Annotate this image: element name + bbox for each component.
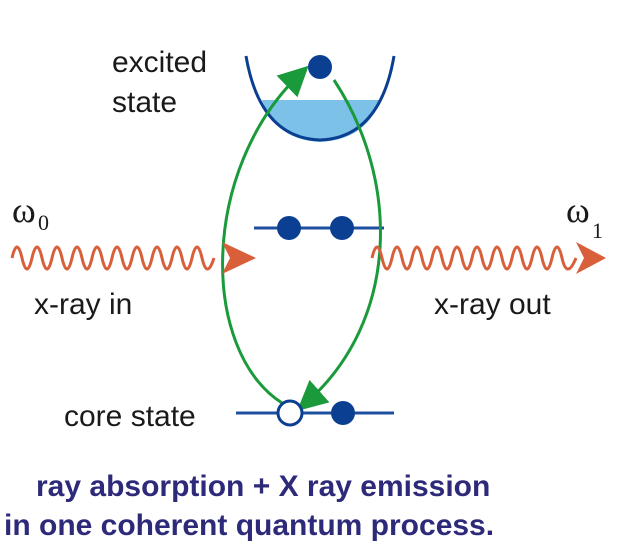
middle-electron-left xyxy=(277,216,301,240)
bowl-outline xyxy=(244,55,396,142)
omega-out-symbol: ω xyxy=(566,190,590,230)
xray-out-wave xyxy=(370,242,606,274)
absorption-path-arrow xyxy=(221,65,309,405)
excited-label-line1: excited xyxy=(112,46,207,79)
caption-line1: ray absorption + X ray emission xyxy=(36,470,490,503)
xray-out-arrowhead-icon xyxy=(576,242,606,274)
core-state-label: core state xyxy=(64,400,196,433)
omega-in-symbol: ω xyxy=(12,190,36,230)
core-hole xyxy=(276,399,304,427)
excited-label-line2: state xyxy=(112,86,177,119)
omega-in-subscript: 0 xyxy=(38,210,49,235)
xray-in-label: x-ray in xyxy=(34,288,132,321)
xray-in-wave xyxy=(10,242,256,274)
xray-in-wave-line xyxy=(10,245,216,271)
core-electron xyxy=(331,401,355,425)
middle-electron-right xyxy=(330,216,354,240)
excited-electron xyxy=(308,55,332,79)
middle-level xyxy=(254,216,384,240)
xray-out-label: x-ray out xyxy=(434,288,551,321)
omega-out-subscript: 1 xyxy=(592,218,603,243)
xray-in-arrowhead-icon xyxy=(222,242,256,274)
xray-out-wave-line xyxy=(370,245,578,271)
caption-line2: in one coherent quantum process. xyxy=(4,509,494,542)
